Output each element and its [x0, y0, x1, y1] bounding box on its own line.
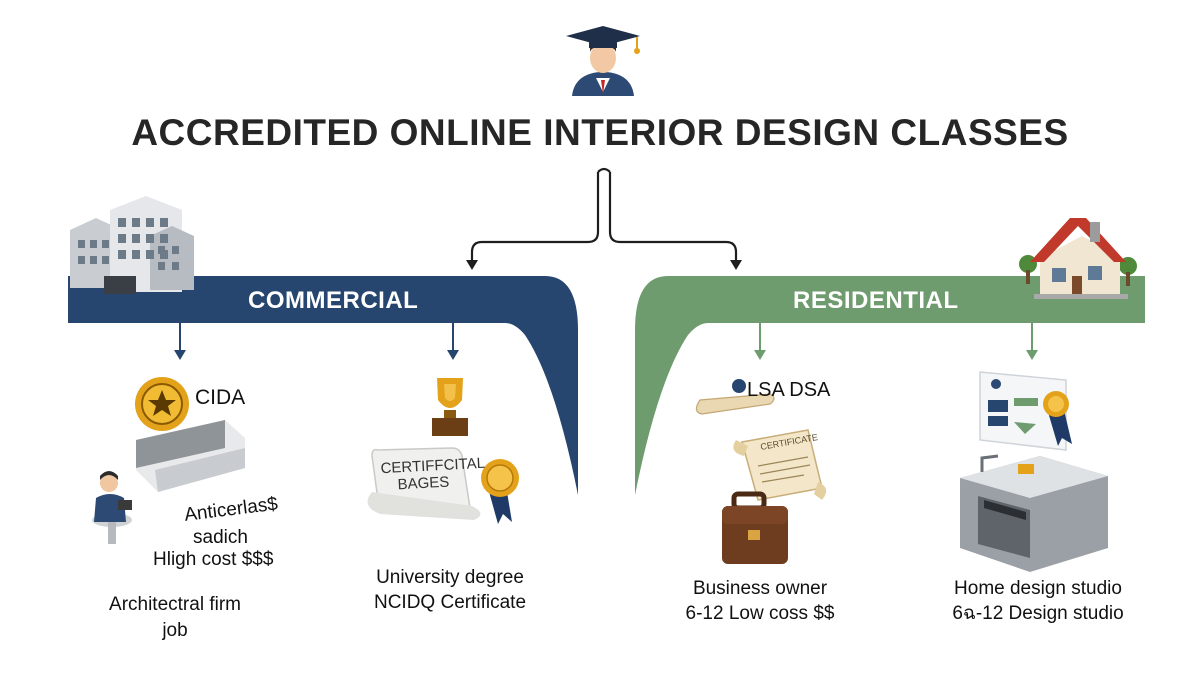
- graduate-icon: [566, 26, 640, 96]
- commercial-label: COMMERCIAL: [248, 287, 419, 314]
- house-icon: [1019, 218, 1137, 299]
- office-building-icon: [70, 196, 194, 294]
- commercial-caption-1a: Architectral firm: [109, 594, 241, 615]
- kitchen-stove-icon: [960, 454, 1108, 572]
- commercial-caption-1b: job: [162, 620, 188, 641]
- design-board-icon: [979, 371, 1067, 451]
- lsa-dsa-label: LSA DSA: [747, 379, 831, 401]
- cida-badge-label: CIDA: [195, 386, 246, 409]
- certificate-scroll-icon: [733, 429, 827, 501]
- commercial-note-3: Hligh cost $$$: [153, 549, 274, 570]
- ribbon-medal-icon: [1043, 391, 1072, 446]
- commercial-note-2: sadich: [193, 527, 248, 548]
- page-title: ACCREDITED ONLINE INTERIOR DESIGN CLASSE…: [131, 112, 1069, 153]
- residential-caption-2b: 6ฉ-12 Design studio: [952, 603, 1124, 624]
- desk-worker-icon: [92, 420, 245, 544]
- commercial-caption-2a: University degree: [376, 567, 524, 588]
- residential-caption-1a: Business owner: [692, 578, 828, 599]
- award-trophy-icon: [432, 378, 468, 436]
- certificate-paper-icon: [367, 447, 481, 520]
- certificate-badge-label: CERTIFFCITAL BAGES: [380, 454, 486, 494]
- residential-label: RESIDENTIAL: [793, 287, 959, 314]
- diploma-scroll-icon: [695, 379, 775, 415]
- commercial-caption-2b: NCIDQ Certificate: [373, 592, 527, 613]
- residential-caption-1b: 6-12 Low coss $$: [685, 603, 835, 624]
- arrow-to-residential: [730, 260, 742, 270]
- commercial-band: [68, 276, 578, 495]
- cida-seal-icon: [135, 377, 189, 431]
- arrow-to-commercial: [466, 260, 478, 270]
- residential-caption-2a: Home design studio: [954, 578, 1122, 599]
- connector-lines: [470, 167, 738, 262]
- branch-arrows: [174, 323, 1038, 360]
- rosette-ribbon-icon: [481, 459, 519, 524]
- briefcase-icon: [722, 491, 788, 564]
